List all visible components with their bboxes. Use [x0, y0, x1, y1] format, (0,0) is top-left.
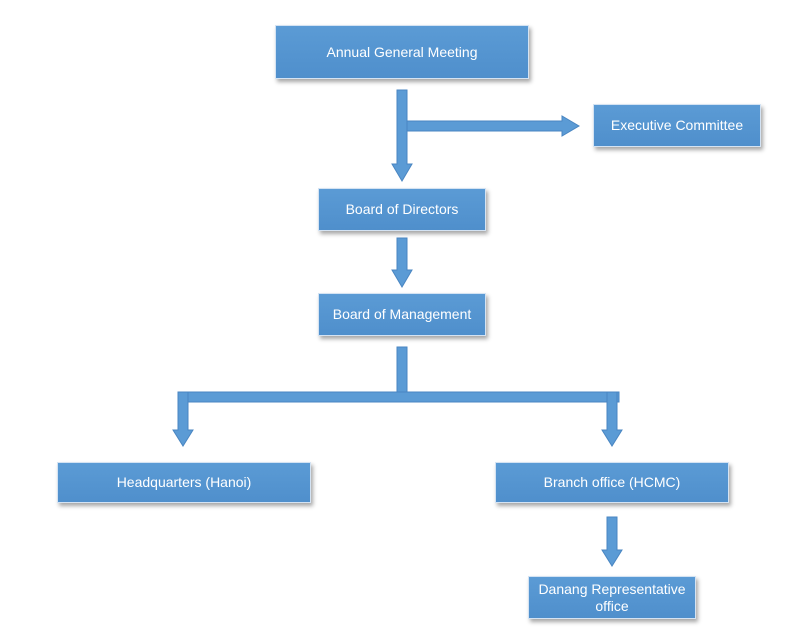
branch-office-box: Branch office (HCMC)	[495, 462, 729, 503]
board-of-management-box: Board of Management	[318, 293, 486, 336]
arrow-agm-to-board-of-directors	[391, 89, 413, 182]
board-of-directors-label: Board of Directors	[345, 201, 459, 218]
annual-general-meeting-label: Annual General Meeting	[326, 43, 478, 60]
split-bar	[177, 391, 620, 403]
executive-committee-box: Executive Committee	[593, 104, 761, 147]
executive-committee-label: Executive Committee	[610, 117, 744, 134]
headquarters-label: Headquarters (Hanoi)	[116, 474, 252, 491]
arrow-to-branch-office	[601, 391, 623, 447]
arrow-to-executive-committee	[406, 115, 580, 137]
board-of-management-label: Board of Management	[332, 306, 472, 323]
headquarters-box: Headquarters (Hanoi)	[57, 462, 311, 503]
arrow-to-headquarters	[172, 391, 194, 447]
danang-office-box: Danang Representative office	[528, 576, 696, 619]
arrow-branch-to-danang	[601, 516, 623, 567]
branch-office-label: Branch office (HCMC)	[543, 474, 681, 491]
danang-office-label: Danang Representative office	[538, 580, 686, 614]
board-of-directors-box: Board of Directors	[318, 188, 486, 231]
trunk-management	[396, 346, 408, 393]
annual-general-meeting-box: Annual General Meeting	[275, 25, 529, 79]
arrow-directors-to-management	[391, 237, 413, 288]
